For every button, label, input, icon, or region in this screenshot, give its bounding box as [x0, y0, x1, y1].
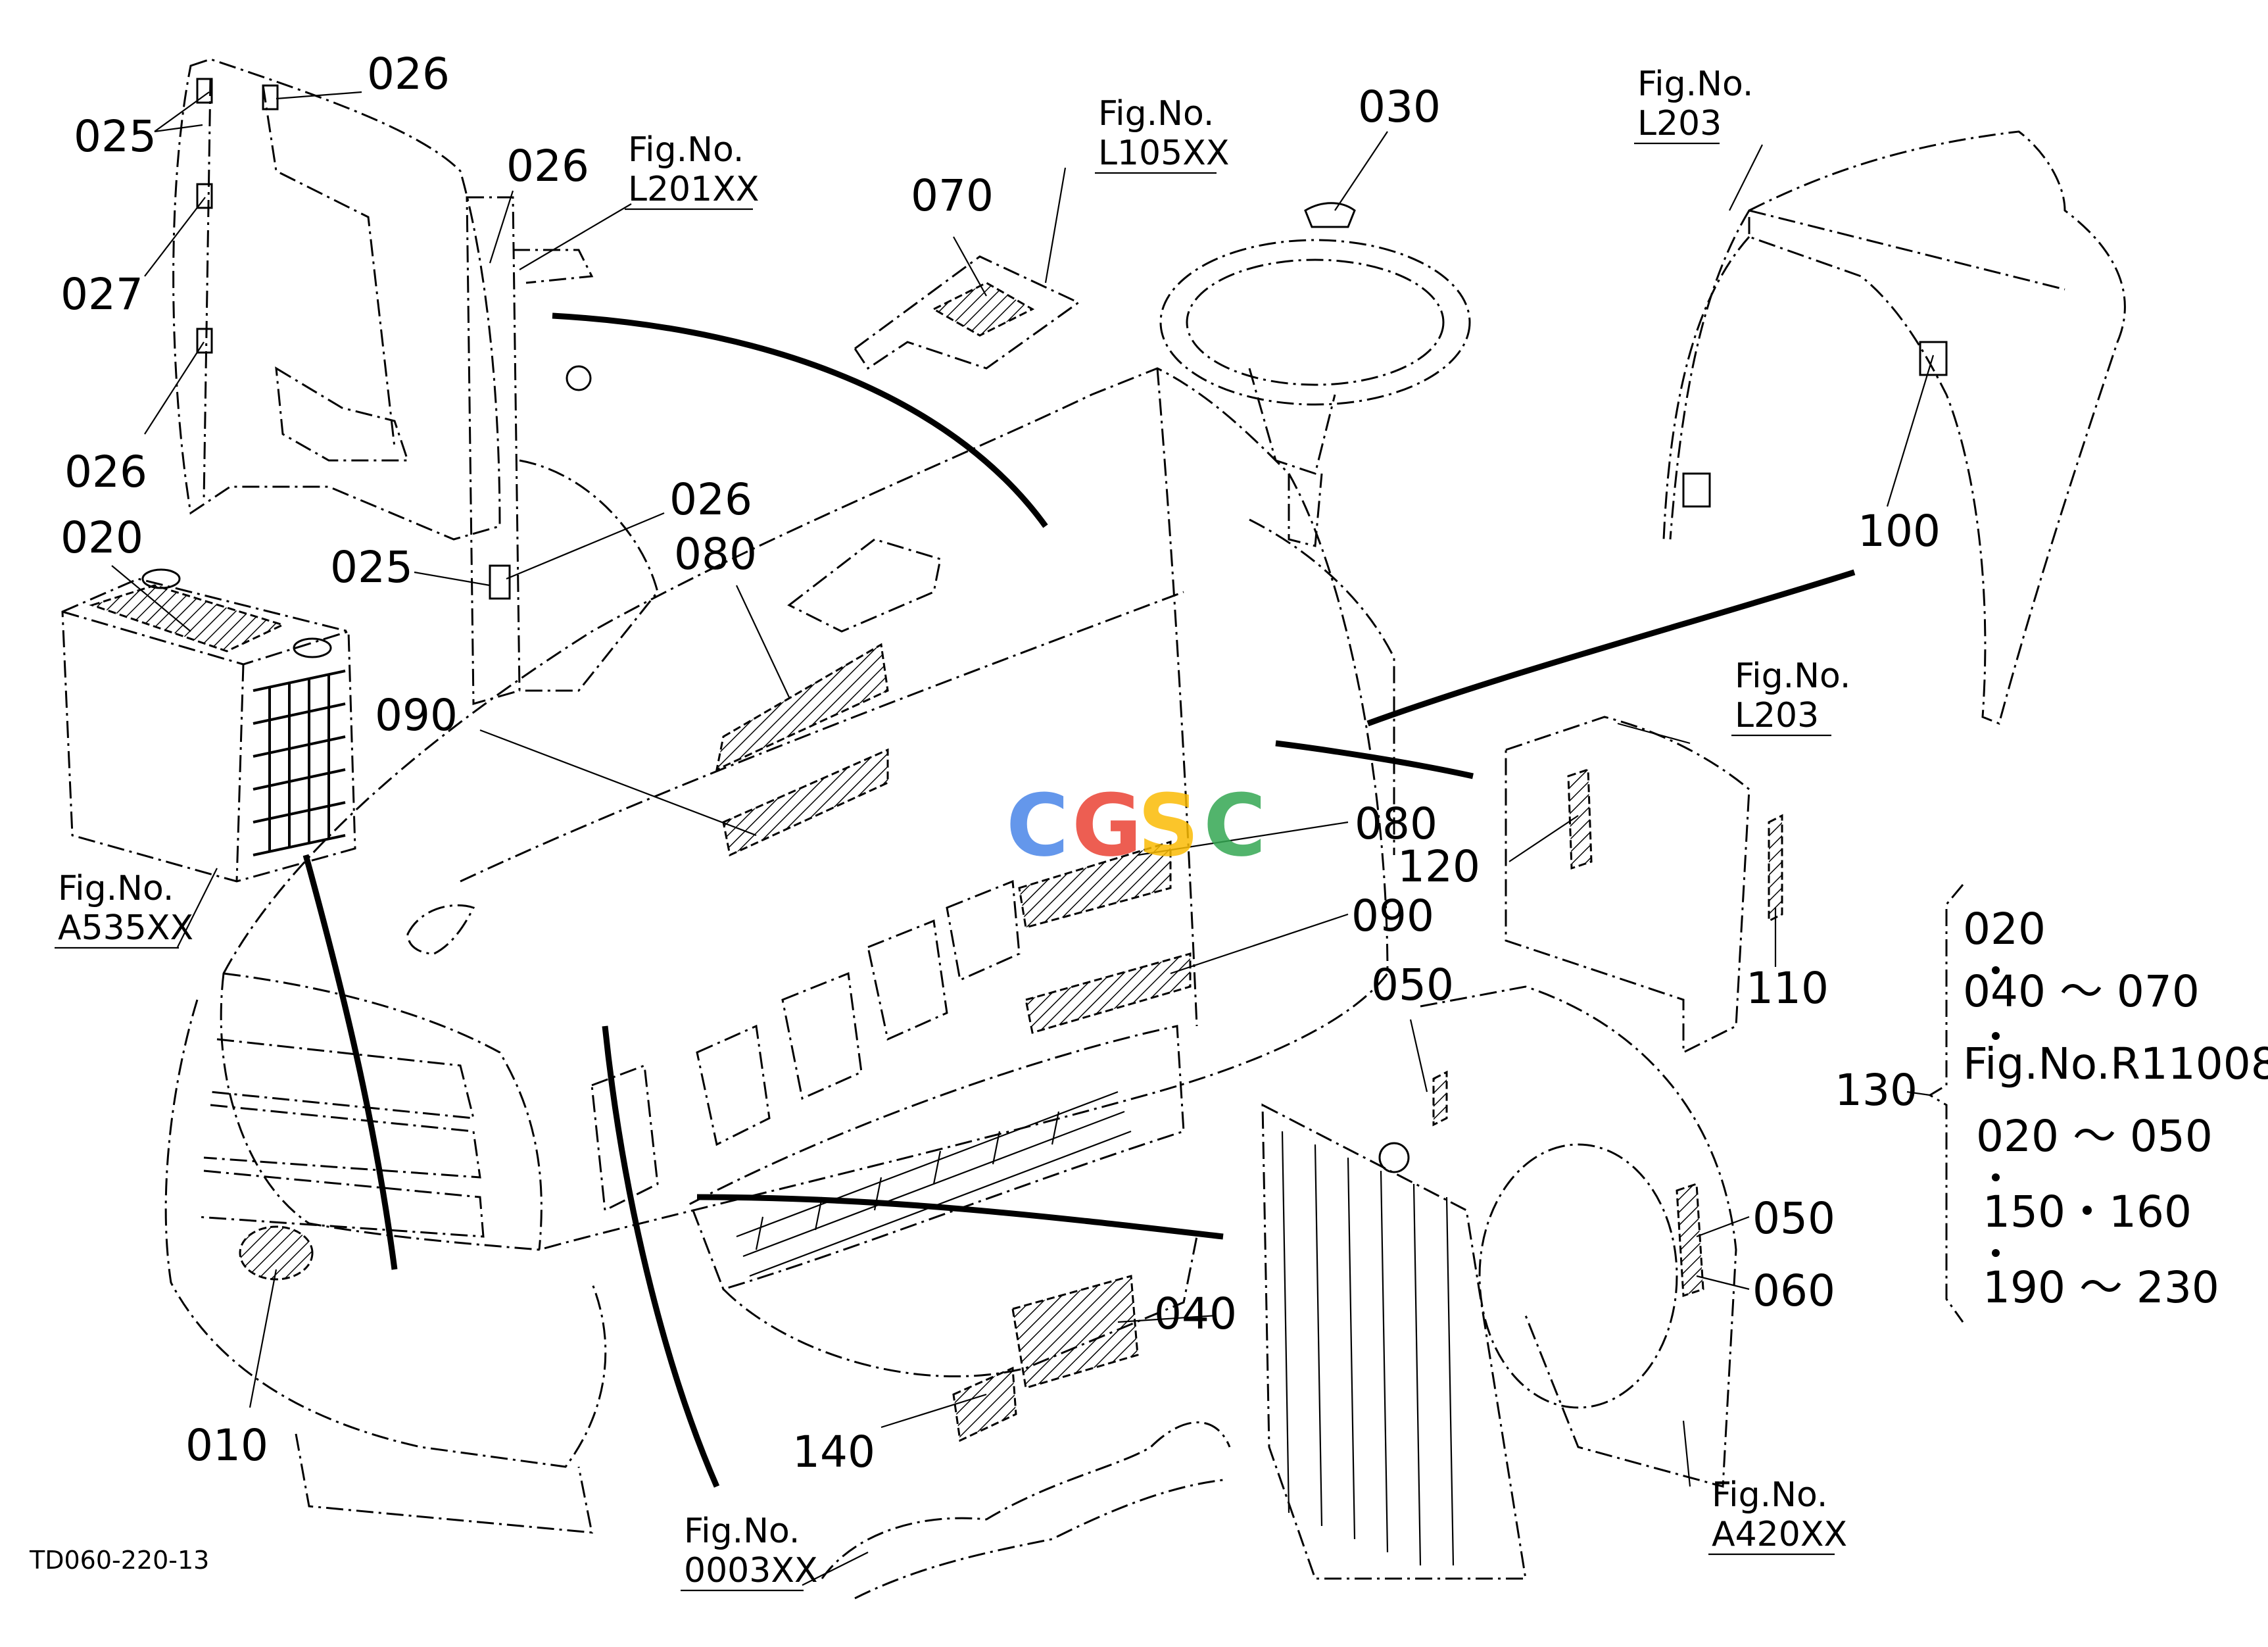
label-120: 120: [1397, 841, 1480, 892]
fig-ref-code: L203: [1735, 696, 1819, 735]
decals: [715, 643, 1192, 1442]
kit-item: 040 ～ 070: [1963, 966, 2200, 1017]
arrow-battery: [302, 854, 398, 1270]
fig-ref-l105[interactable]: Fig.No. L105XX: [1095, 94, 1229, 174]
arrow-120: [1275, 740, 1474, 779]
watermark-letter-3: S: [1138, 775, 1199, 875]
kit-item: 150・160: [1983, 1187, 2192, 1237]
decal-140: [952, 1366, 1017, 1442]
label-130: 130: [1835, 1065, 1918, 1116]
label-090: 090: [375, 690, 458, 741]
steering-wheel: [1159, 202, 1471, 855]
label-040: 040: [1154, 1289, 1237, 1339]
fig-ref-l203-mid[interactable]: Fig.No. L203: [1731, 656, 1850, 737]
kit-item: 020 ～ 050: [1976, 1111, 2213, 1162]
kit-item: 020: [1963, 904, 2046, 954]
label-026: 026: [669, 474, 752, 525]
kit-item: Fig.No.R11008: [1963, 1039, 2268, 1089]
left-side-panel: [172, 58, 659, 705]
hood-assembly: [164, 367, 1389, 1534]
fig-ref-code: L105XX: [1098, 134, 1229, 173]
fig-ref-code: A535XX: [58, 908, 193, 948]
fig-ref-code: L201XX: [628, 170, 759, 209]
fig-ref-a535[interactable]: Fig.No. A535XX: [55, 869, 193, 949]
label-060: 060: [1752, 1266, 1835, 1316]
label-070: 070: [911, 170, 994, 221]
fig-ref-title: Fig.No.: [1712, 1475, 1827, 1515]
decal-090-lower: [1025, 952, 1192, 1034]
fig-ref-code: 0003XX: [684, 1551, 818, 1590]
kit-item: 190 ～ 230: [1983, 1262, 2219, 1313]
fig-ref-title: Fig.No.: [1098, 94, 1214, 134]
arrow-frame: [602, 1025, 720, 1488]
rear-panel-120: [1505, 716, 1783, 1054]
label-090: 090: [1351, 891, 1434, 941]
panel-070: [853, 255, 1080, 370]
decal-080-lower: [1018, 840, 1172, 929]
fig-ref-title: Fig.No.: [58, 869, 174, 908]
arrow-radiator: [696, 1194, 1224, 1240]
label-026: 026: [506, 141, 589, 191]
fig-ref-code: L203: [1637, 104, 1722, 143]
fig-ref-l201[interactable]: Fig.No. L201XX: [625, 130, 759, 210]
arrow-100: [1366, 569, 1856, 727]
label-025: 025: [330, 542, 413, 593]
label-027: 027: [60, 269, 143, 320]
fig-ref-title: Fig.No.: [628, 130, 744, 170]
fig-ref-title: Fig.No.: [1735, 656, 1850, 696]
fig-ref-l203-top[interactable]: Fig.No. L203: [1634, 64, 1753, 145]
arrow-l201: [552, 312, 1048, 528]
watermark-letter-2: G: [1072, 775, 1142, 875]
label-026: 026: [64, 447, 147, 497]
leader-lines: [111, 91, 1935, 1586]
part-labels: 025 026 026 027 026 026 020 025 080 090 …: [60, 49, 1941, 1477]
label-100: 100: [1858, 506, 1941, 556]
label-080: 080: [1355, 799, 1437, 849]
label-050: 050: [1371, 960, 1454, 1010]
frame-0003: [821, 1421, 1231, 1600]
label-080: 080: [674, 529, 757, 579]
label-026: 026: [367, 49, 450, 99]
decal-080-upper: [715, 643, 889, 772]
hood-emblem: [239, 1225, 314, 1281]
fig-ref-code: A420XX: [1712, 1515, 1847, 1554]
fig-ref-0003[interactable]: Fig.No. 0003XX: [681, 1512, 818, 1592]
fig-ref-a420[interactable]: Fig.No. A420XX: [1708, 1475, 1847, 1556]
battery: [61, 568, 356, 883]
battery-grid: [253, 670, 346, 856]
label-030: 030: [1358, 82, 1441, 132]
label-010: 010: [185, 1420, 268, 1471]
label-140: 140: [792, 1427, 875, 1477]
fender: [1662, 130, 2126, 725]
label-050: 050: [1752, 1193, 1835, 1244]
figure-references: Fig.No. L201XX Fig.No. L105XX Fig.No. L2…: [55, 64, 1850, 1592]
kit-130-list: 020 040 ～ 070 Fig.No.R11008 020 ～ 050 15…: [1906, 884, 2268, 1323]
decal-090-upper: [722, 748, 889, 857]
label-110: 110: [1746, 963, 1829, 1014]
watermark-letter-1: C: [1006, 775, 1069, 875]
watermark-letter-4: C: [1203, 775, 1266, 875]
fig-ref-title: Fig.No.: [1637, 64, 1753, 104]
watermark-logo: C G S C: [1006, 775, 1266, 875]
label-025: 025: [74, 111, 157, 162]
fig-ref-title: Fig.No.: [684, 1512, 800, 1551]
decal-040: [1011, 1275, 1139, 1389]
drawing-code: TD060-220-13: [29, 1546, 209, 1575]
arrows: [302, 312, 1856, 1488]
radiator: [1261, 985, 1737, 1580]
label-020: 020: [60, 512, 143, 563]
vent-slots: [736, 1091, 1132, 1277]
